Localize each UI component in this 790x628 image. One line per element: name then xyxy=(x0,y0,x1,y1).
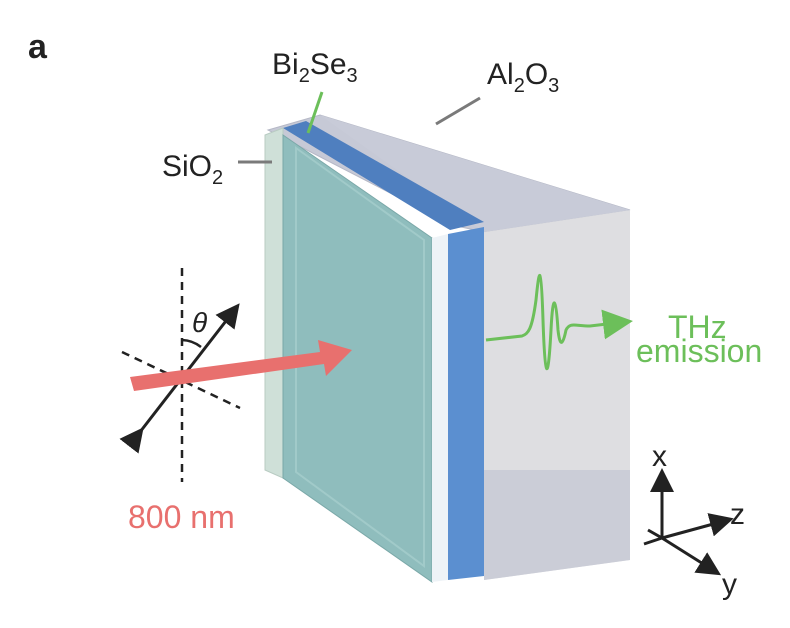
sio2-label: SiO2 xyxy=(162,150,223,189)
sio2-front-strip xyxy=(432,234,448,582)
al2o3-leader xyxy=(435,96,481,126)
sio2-layer-edge xyxy=(264,127,284,479)
bi2se3-leader xyxy=(306,91,324,134)
coordinate-axes: x z y xyxy=(643,440,745,601)
axis-z-label: z xyxy=(730,498,745,531)
al2o3-label: Al2O3 xyxy=(487,58,559,97)
thz-label-line2: emission xyxy=(636,333,762,369)
wavelength-label: 800 nm xyxy=(128,499,235,535)
bi2se3-label: Bi2Se3 xyxy=(272,48,358,87)
thz-label-line1: THz xyxy=(668,309,727,345)
al2o3-side-face-upper xyxy=(320,115,630,232)
bi2se3-top-strip xyxy=(283,121,484,230)
axis-y-back xyxy=(647,528,663,540)
panel-label: a xyxy=(28,28,48,66)
axis-x-label: x xyxy=(652,440,667,473)
al2o3-bottom-face xyxy=(484,470,630,580)
theta-label: θ xyxy=(192,307,207,338)
axis-z-line xyxy=(661,513,734,540)
axis-y-line xyxy=(661,536,722,576)
axis-y-label: y xyxy=(722,568,737,601)
bi2se3-front-strip xyxy=(448,227,484,580)
axis-z-back xyxy=(643,536,663,546)
laser-beam xyxy=(130,340,352,391)
thz-waveform xyxy=(485,274,633,370)
theta-arc xyxy=(181,338,202,349)
